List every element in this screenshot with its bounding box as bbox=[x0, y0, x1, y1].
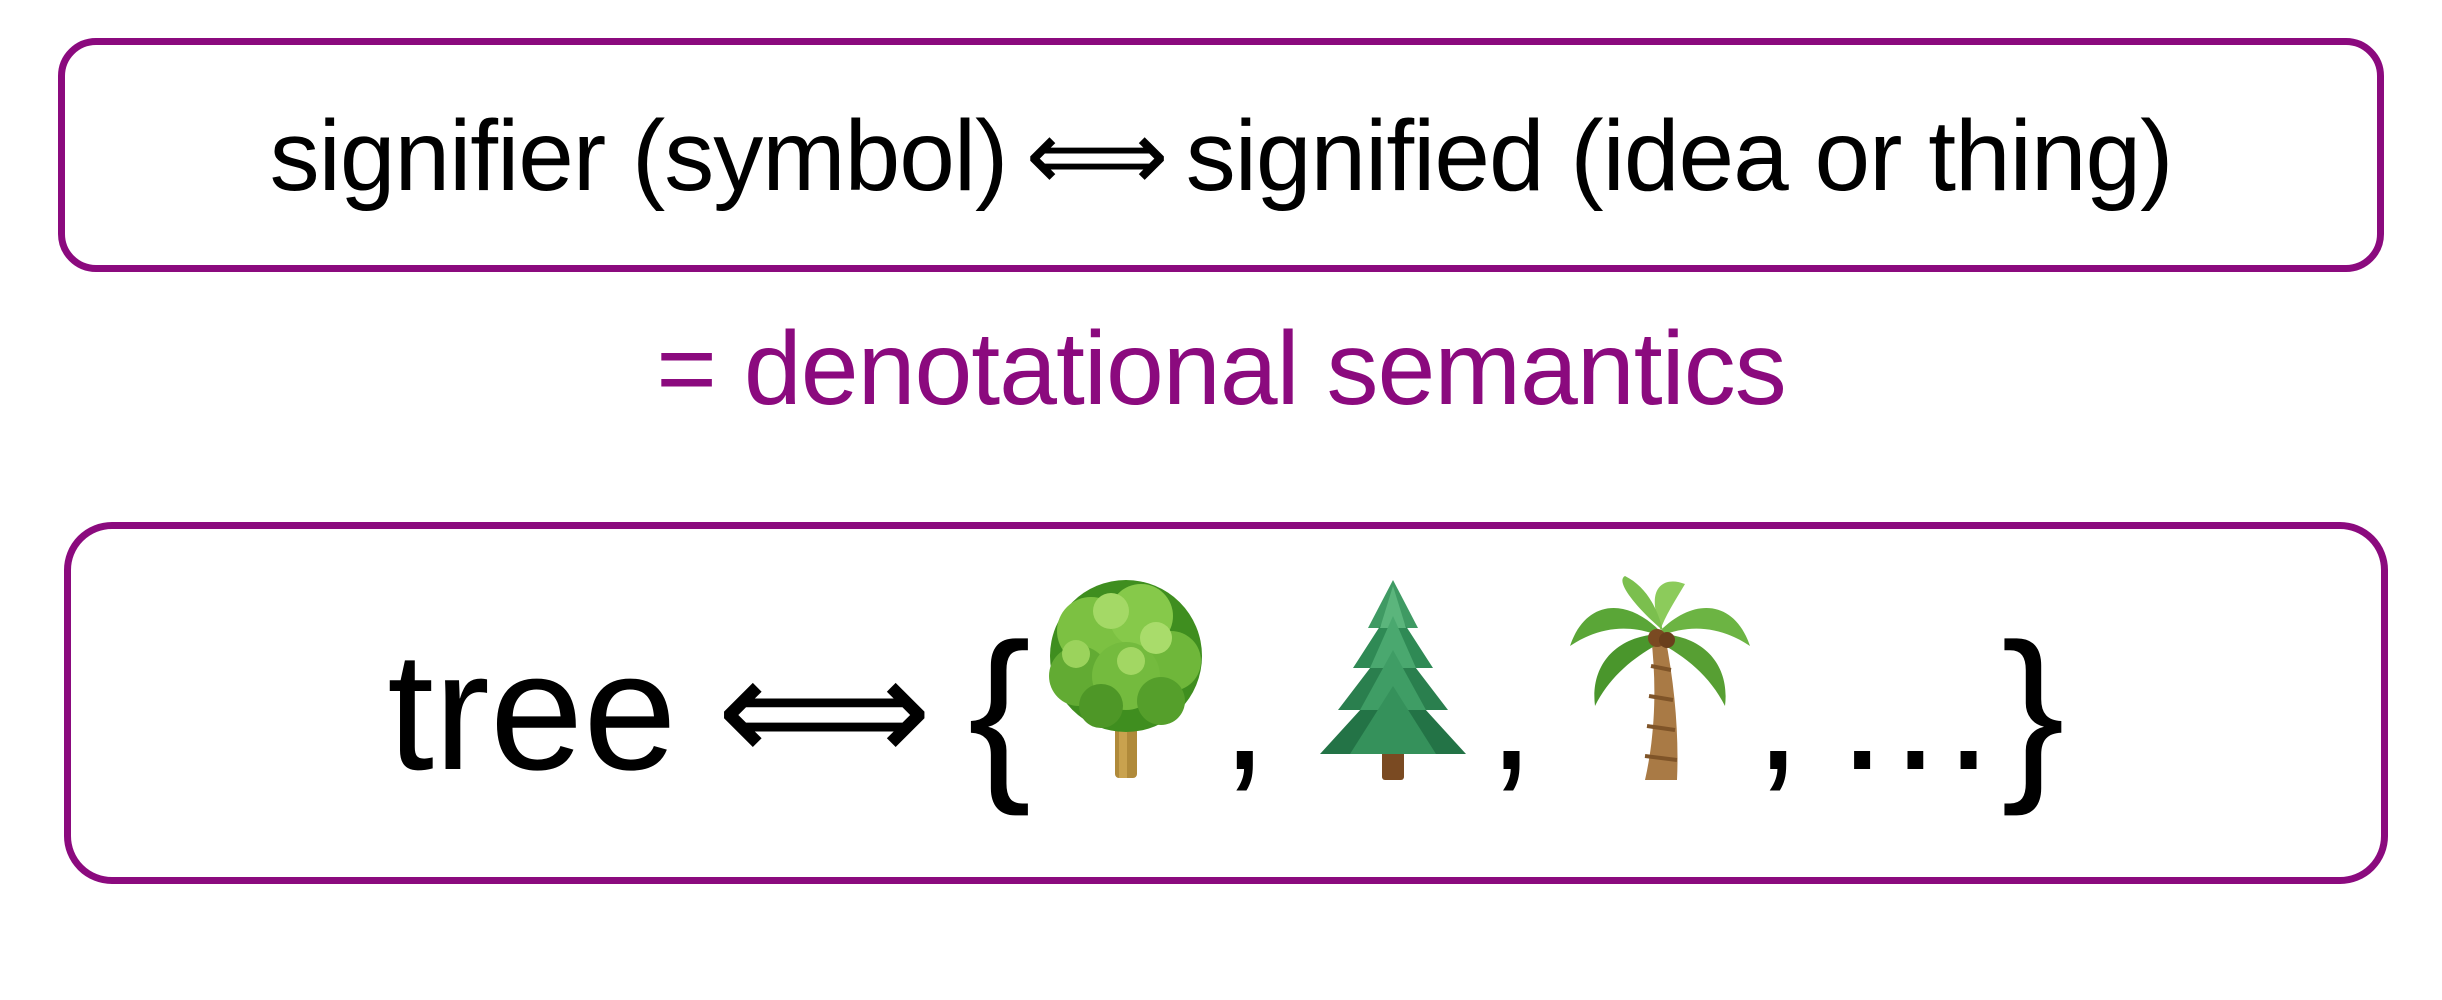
separator-comma: , bbox=[1754, 616, 1802, 805]
denotational-semantics-label: = denotational semantics bbox=[656, 311, 1786, 427]
separator-comma: , bbox=[1221, 616, 1268, 805]
separator-comma: , bbox=[1487, 616, 1535, 805]
signifier-text: signifier (symbol) bbox=[269, 99, 1009, 212]
double-arrow-icon: ⟺ bbox=[1025, 99, 1168, 212]
open-brace: { bbox=[967, 605, 1032, 817]
signifier-signified-line: signifier (symbol)⟺signified (idea or th… bbox=[269, 97, 2174, 214]
palm-tree-icon bbox=[1565, 576, 1755, 786]
tree-example-box: tree ⟺ { , bbox=[64, 522, 2388, 884]
ellipsis: … bbox=[1831, 616, 1999, 805]
signifier-signified-box: signifier (symbol)⟺signified (idea or th… bbox=[58, 38, 2384, 272]
evergreen-tree-icon bbox=[1298, 576, 1488, 786]
tree-example-line: tree ⟺ { , bbox=[387, 576, 2065, 817]
close-brace: } bbox=[2001, 605, 2065, 817]
deciduous-tree-icon bbox=[1031, 576, 1221, 786]
signified-text: signified (idea or thing) bbox=[1185, 99, 2174, 212]
tree-word: tree bbox=[387, 616, 677, 805]
double-arrow-icon: ⟺ bbox=[716, 626, 932, 794]
